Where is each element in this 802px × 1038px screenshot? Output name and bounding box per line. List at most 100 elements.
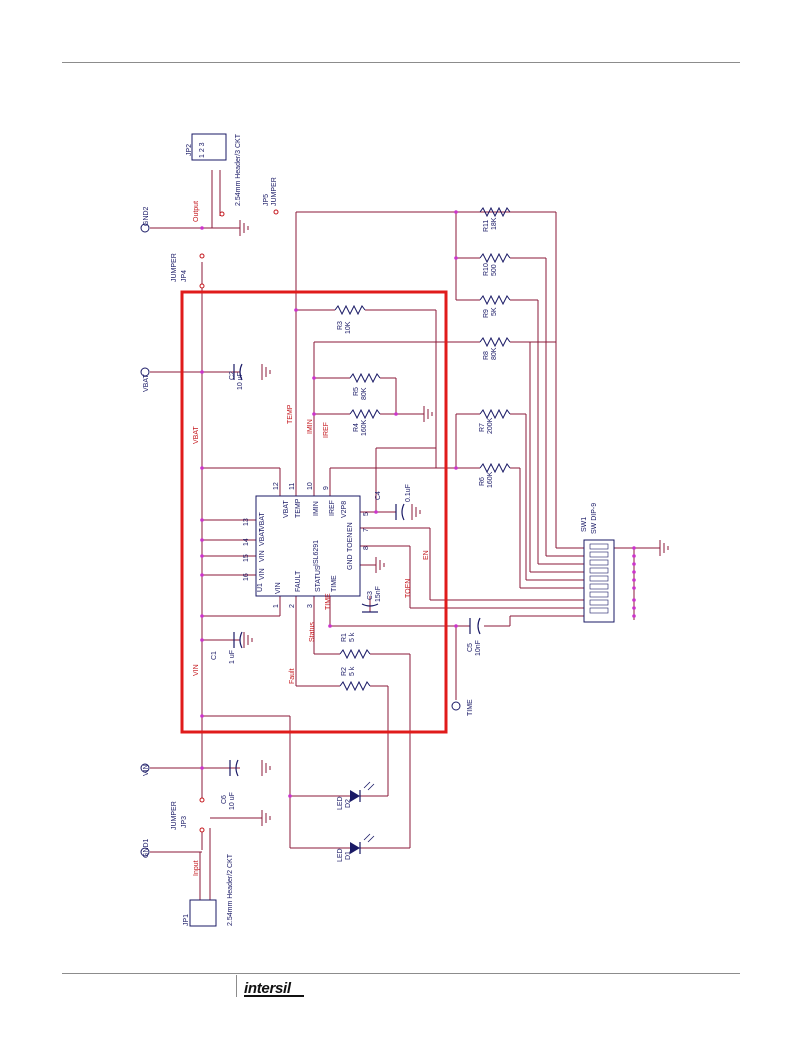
ground-icon: [375, 557, 385, 573]
ic-name: ISL6291: [313, 540, 320, 566]
resistors: [334, 206, 511, 692]
status-net: Status: [309, 622, 316, 642]
jp5-desc: JUMPER: [271, 177, 278, 206]
resistor-r9: [479, 294, 511, 306]
pin-vin-c: VIN: [275, 582, 282, 594]
pin-iref: IREF: [329, 500, 336, 516]
pin-number-8: 8: [363, 546, 370, 550]
ground-icon: [261, 810, 271, 826]
c2-value: 10 uF: [237, 372, 244, 390]
jumper-pins: [199, 209, 279, 833]
footer-rule: [62, 973, 740, 974]
pin-status: STATUS: [315, 565, 322, 592]
led-d2: [350, 781, 375, 802]
r1-value: 5 k: [349, 632, 356, 642]
ic-u1: [255, 495, 361, 597]
vbat-net-label: VBAT: [193, 426, 200, 444]
resistor-r7: [479, 408, 511, 420]
c1-label: C1: [211, 651, 218, 660]
pin-vin-b: VIN: [259, 568, 266, 580]
pin-vbat-c: VBAT: [259, 528, 266, 546]
pin-fault: FAULT: [295, 570, 302, 592]
r4-label: R4: [353, 423, 360, 432]
port-time: [451, 701, 461, 711]
r10-label: R10: [483, 263, 490, 276]
ground-icon: [261, 364, 271, 380]
capacitor-c5: [469, 617, 481, 635]
ground-icon: [659, 540, 669, 556]
vin-port-label: VIN: [143, 764, 150, 776]
fault-net: Fault: [289, 668, 296, 684]
r7-value: 200K: [487, 417, 494, 434]
imin-net: IMIN: [307, 419, 314, 434]
time-port-label: TIME: [467, 699, 474, 716]
pin-v2p8: V2P8: [341, 501, 348, 518]
port-vin: [140, 763, 150, 773]
c4-value: 0.1uF: [405, 484, 412, 502]
d1-ref: D1: [345, 851, 352, 860]
c3-value: 15nF: [375, 586, 382, 602]
vin-net-label: VIN: [193, 664, 200, 676]
pin-toen: TOEN: [347, 533, 354, 552]
pin-number-15: 15: [243, 554, 250, 562]
r9-value: 5K: [491, 307, 498, 316]
resistor-r1: [339, 648, 371, 660]
pin-number-2: 2: [289, 604, 296, 608]
logo-underline: [244, 995, 304, 997]
resistor-r5: [349, 372, 381, 384]
resistor-r3: [334, 304, 366, 316]
resistor-r4: [349, 408, 381, 420]
wires: [150, 170, 660, 900]
leds: [350, 781, 375, 854]
sw1-desc: SW DIP-9: [591, 503, 598, 534]
resistor-r2: [339, 680, 371, 692]
en-net: EN: [423, 550, 430, 560]
pin-vbat-a: VBAT: [283, 500, 290, 518]
r2-label: R2: [341, 667, 348, 676]
pin-number-5: 5: [363, 512, 370, 516]
pin-number-7: 7: [363, 528, 370, 532]
ground-symbols: [239, 220, 669, 826]
pin-number-9: 9: [323, 486, 330, 490]
r5-label: R5: [353, 387, 360, 396]
r3-value: 10K: [345, 321, 352, 334]
labels: JP2 1 2 3 2.54mm Header/3 CKT Output JP5…: [143, 133, 598, 926]
pin-temp: TEMP: [295, 498, 302, 518]
resistor-r11: [479, 206, 511, 218]
capacitor-c3: [361, 603, 379, 613]
jp1-desc: 2.54mm Header/2 CKT: [227, 853, 234, 926]
capacitor-c4: [395, 503, 405, 521]
c4-label: C4: [375, 491, 382, 500]
r11-label: R11: [483, 220, 490, 232]
header-rule: [62, 62, 740, 63]
toen-net: TOEN: [405, 579, 412, 598]
pin-time: TIME: [331, 575, 338, 592]
jp3-jumper: JUMPER: [171, 801, 178, 830]
capacitors: [229, 363, 481, 777]
jp4-jumper: JUMPER: [171, 253, 178, 282]
junctions: [200, 210, 636, 798]
port-gnd2: [140, 223, 150, 233]
pin-number-11: 11: [289, 483, 296, 490]
connectors: [189, 133, 227, 927]
r6-label: R6: [479, 477, 486, 486]
c5-label: C5: [467, 643, 474, 652]
r11-value: 18K: [491, 217, 498, 230]
dip-switch-sw1: [583, 539, 615, 623]
input-net: Input: [193, 860, 200, 876]
jp2-desc: 2.54mm Header/3 CKT: [235, 133, 242, 206]
led-d1: [350, 833, 375, 854]
c5-value: 10nF: [475, 640, 482, 656]
pin-number-10: 10: [307, 482, 314, 490]
jp4-label: JP4: [181, 270, 188, 282]
capacitor-c1: [233, 631, 243, 649]
r6-value: 160K: [487, 471, 494, 488]
c6-label: C6: [221, 795, 228, 804]
resistor-r10: [479, 252, 511, 264]
u1-label: U1: [257, 583, 264, 592]
pin-en: EN: [347, 522, 354, 532]
pin-imin: IMIN: [313, 501, 320, 516]
ground-icon: [411, 504, 421, 520]
r10-value: 500: [491, 264, 498, 276]
